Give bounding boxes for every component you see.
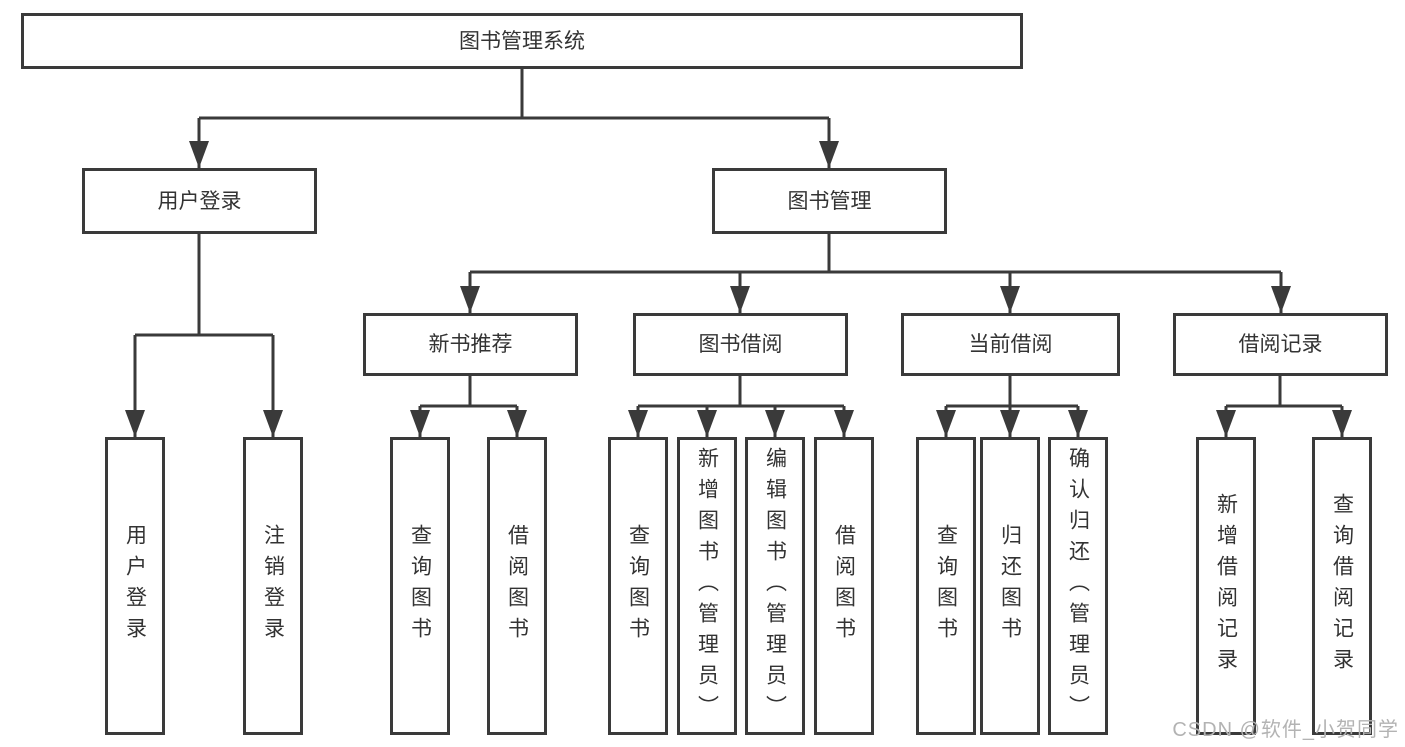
leaf-logout: 注销登录 xyxy=(243,437,303,735)
connector-borrow-to-leaves xyxy=(628,376,854,437)
node-book-management: 图书管理 xyxy=(712,168,947,234)
leaf-records-query-record: 查询借阅记录 xyxy=(1312,437,1372,735)
leaf-user-login: 用户登录 xyxy=(105,437,165,735)
leaf-borrow-add-books-admin: 新增图书（管理员） xyxy=(677,437,737,735)
leaf-current-confirm-return-admin-label: 确认归还（管理员） xyxy=(1066,446,1090,726)
leaf-current-return-books-label: 归还图书 xyxy=(998,524,1022,648)
leaf-borrow-query-books: 查询图书 xyxy=(608,437,668,735)
connector-current-to-leaves xyxy=(936,376,1088,437)
node-borrow-records-label: 借阅记录 xyxy=(1238,333,1323,356)
node-user-login: 用户登录 xyxy=(82,168,317,234)
leaf-borrow-borrow-books-label: 借阅图书 xyxy=(832,524,856,648)
watermark: CSDN @软件_小贺同学 xyxy=(1172,719,1399,741)
leaf-records-query-record-label: 查询借阅记录 xyxy=(1330,493,1354,679)
leaf-logout-label: 注销登录 xyxy=(261,524,285,648)
leaf-borrow-query-books-label: 查询图书 xyxy=(626,524,650,648)
leaf-borrow-add-books-admin-label: 新增图书（管理员） xyxy=(695,446,719,726)
leaf-records-add-record-label: 新增借阅记录 xyxy=(1214,493,1238,679)
node-library-system-label: 图书管理系统 xyxy=(459,29,585,53)
leaf-recommend-query-books-label: 查询图书 xyxy=(408,524,432,648)
leaf-recommend-borrow-books: 借阅图书 xyxy=(487,437,547,735)
node-library-system: 图书管理系统 xyxy=(21,13,1023,69)
leaf-current-query-books-label: 查询图书 xyxy=(934,524,958,648)
node-new-book-recommend: 新书推荐 xyxy=(363,313,578,376)
connector-userlogin-to-leaves xyxy=(125,234,283,437)
node-borrow-records: 借阅记录 xyxy=(1173,313,1388,376)
leaf-current-return-books: 归还图书 xyxy=(980,437,1040,735)
node-book-borrow-label: 图书借阅 xyxy=(698,333,783,356)
leaf-recommend-query-books: 查询图书 xyxy=(390,437,450,735)
node-book-borrow: 图书借阅 xyxy=(633,313,848,376)
node-new-book-recommend-label: 新书推荐 xyxy=(428,333,513,356)
node-current-borrow-label: 当前借阅 xyxy=(968,333,1053,356)
leaf-recommend-borrow-books-label: 借阅图书 xyxy=(505,524,529,648)
leaf-records-add-record: 新增借阅记录 xyxy=(1196,437,1256,735)
leaf-borrow-edit-books-admin: 编辑图书（管理员） xyxy=(745,437,805,735)
connector-root-to-level2 xyxy=(189,69,839,168)
node-current-borrow: 当前借阅 xyxy=(901,313,1120,376)
connector-records-to-leaves xyxy=(1216,376,1352,437)
leaf-borrow-edit-books-admin-label: 编辑图书（管理员） xyxy=(763,446,787,726)
leaf-current-query-books: 查询图书 xyxy=(916,437,976,735)
node-user-login-label: 用户登录 xyxy=(157,189,242,213)
leaf-current-confirm-return-admin: 确认归还（管理员） xyxy=(1048,437,1108,735)
leaf-user-login-label: 用户登录 xyxy=(123,524,147,648)
leaf-borrow-borrow-books: 借阅图书 xyxy=(814,437,874,735)
node-book-management-label: 图书管理 xyxy=(787,189,872,213)
connector-bookmgmt-to-level3 xyxy=(460,234,1291,313)
connector-recommend-to-leaves xyxy=(410,376,527,437)
